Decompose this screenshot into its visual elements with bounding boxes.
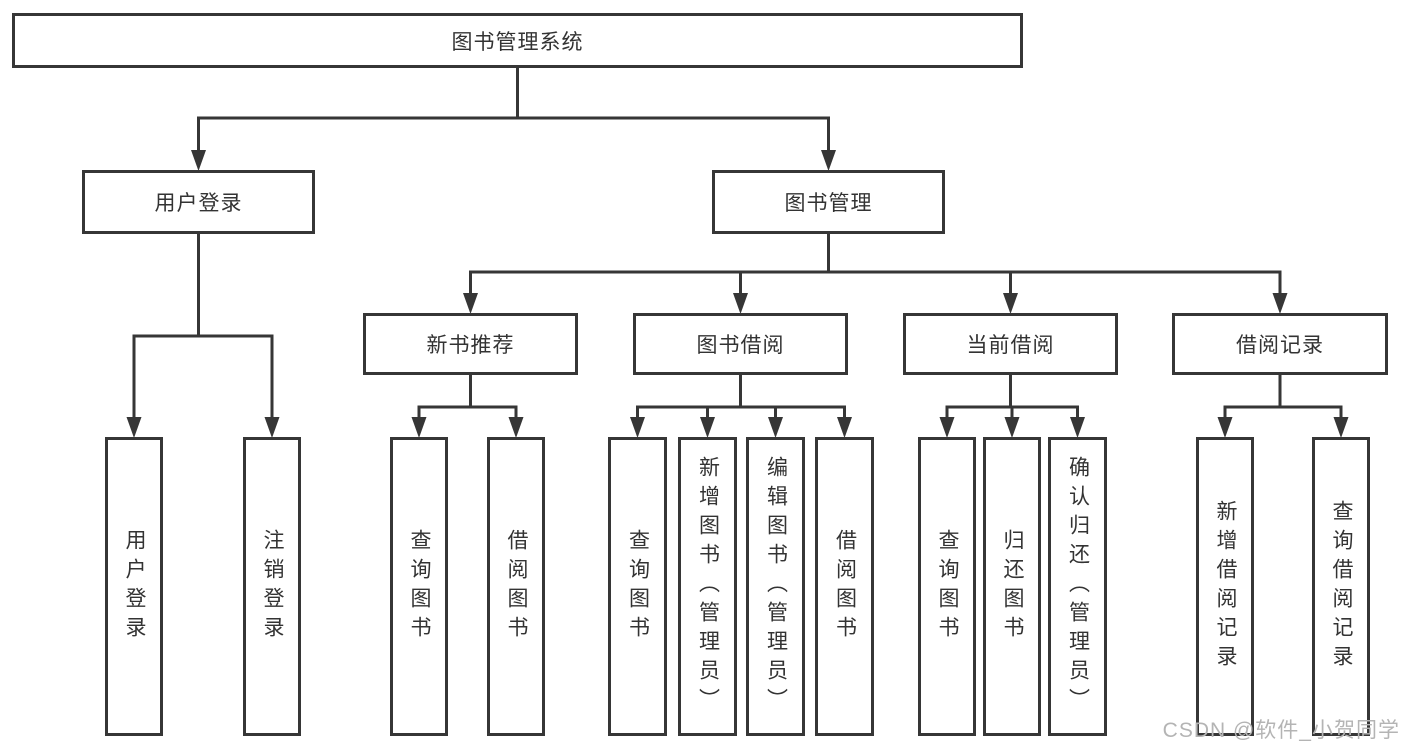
node-user-login: 用户登录 bbox=[82, 170, 315, 234]
arrowhead-down bbox=[1003, 293, 1018, 314]
watermark: CSDN @软件_小贺同学 bbox=[1163, 714, 1400, 744]
arrowhead-down bbox=[264, 417, 280, 438]
node-book-borrowing: 图书借阅 bbox=[633, 313, 848, 375]
node-borrowing-records: 借阅记录 bbox=[1172, 313, 1388, 375]
node-book-management: 图书管理 bbox=[712, 170, 945, 234]
arrowhead-down bbox=[837, 417, 852, 438]
arrowhead-down bbox=[1333, 417, 1349, 438]
arrowhead-down bbox=[700, 417, 715, 438]
arrowhead-down bbox=[768, 417, 783, 438]
node-br-add-record: 新增借阅记录 bbox=[1196, 437, 1254, 736]
arrowhead-down bbox=[821, 150, 836, 171]
node-nb-borrow-books: 借阅图书 bbox=[487, 437, 545, 736]
node-system-root: 图书管理系统 bbox=[12, 13, 1023, 68]
watermark-text: CSDN @软件_小贺同学 bbox=[1162, 719, 1400, 742]
arrowhead-down bbox=[191, 150, 206, 171]
arrowhead-down bbox=[1272, 293, 1288, 314]
arrowhead-down bbox=[1004, 417, 1020, 438]
node-cb-return-books: 归还图书 bbox=[983, 437, 1041, 736]
arrowhead-down bbox=[733, 293, 748, 314]
node-br-query-record: 查询借阅记录 bbox=[1312, 437, 1370, 736]
node-new-book-recommend: 新书推荐 bbox=[363, 313, 578, 375]
arrowhead-down bbox=[411, 417, 427, 438]
arrowhead-down bbox=[463, 293, 478, 314]
arrowhead-down bbox=[939, 417, 955, 438]
node-bb-add-books-admin: 新增图书（管理员） bbox=[678, 437, 737, 736]
arrowhead-down bbox=[126, 417, 142, 438]
arrowhead-down bbox=[508, 417, 524, 438]
node-nb-query-books: 查询图书 bbox=[390, 437, 448, 736]
node-current-borrowing: 当前借阅 bbox=[903, 313, 1118, 375]
node-bb-edit-books-admin: 编辑图书（管理员） bbox=[746, 437, 805, 736]
node-bb-query-books: 查询图书 bbox=[608, 437, 667, 736]
node-cb-query-books: 查询图书 bbox=[918, 437, 976, 736]
arrowhead-down bbox=[1070, 417, 1085, 438]
arrowhead-down bbox=[630, 417, 645, 438]
node-cb-confirm-return-admin: 确认归还（管理员） bbox=[1048, 437, 1107, 736]
node-bb-borrow-books: 借阅图书 bbox=[815, 437, 874, 736]
node-leaf-user-login: 用户登录 bbox=[105, 437, 163, 736]
node-leaf-logout: 注销登录 bbox=[243, 437, 301, 736]
arrowhead-down bbox=[1217, 417, 1233, 438]
